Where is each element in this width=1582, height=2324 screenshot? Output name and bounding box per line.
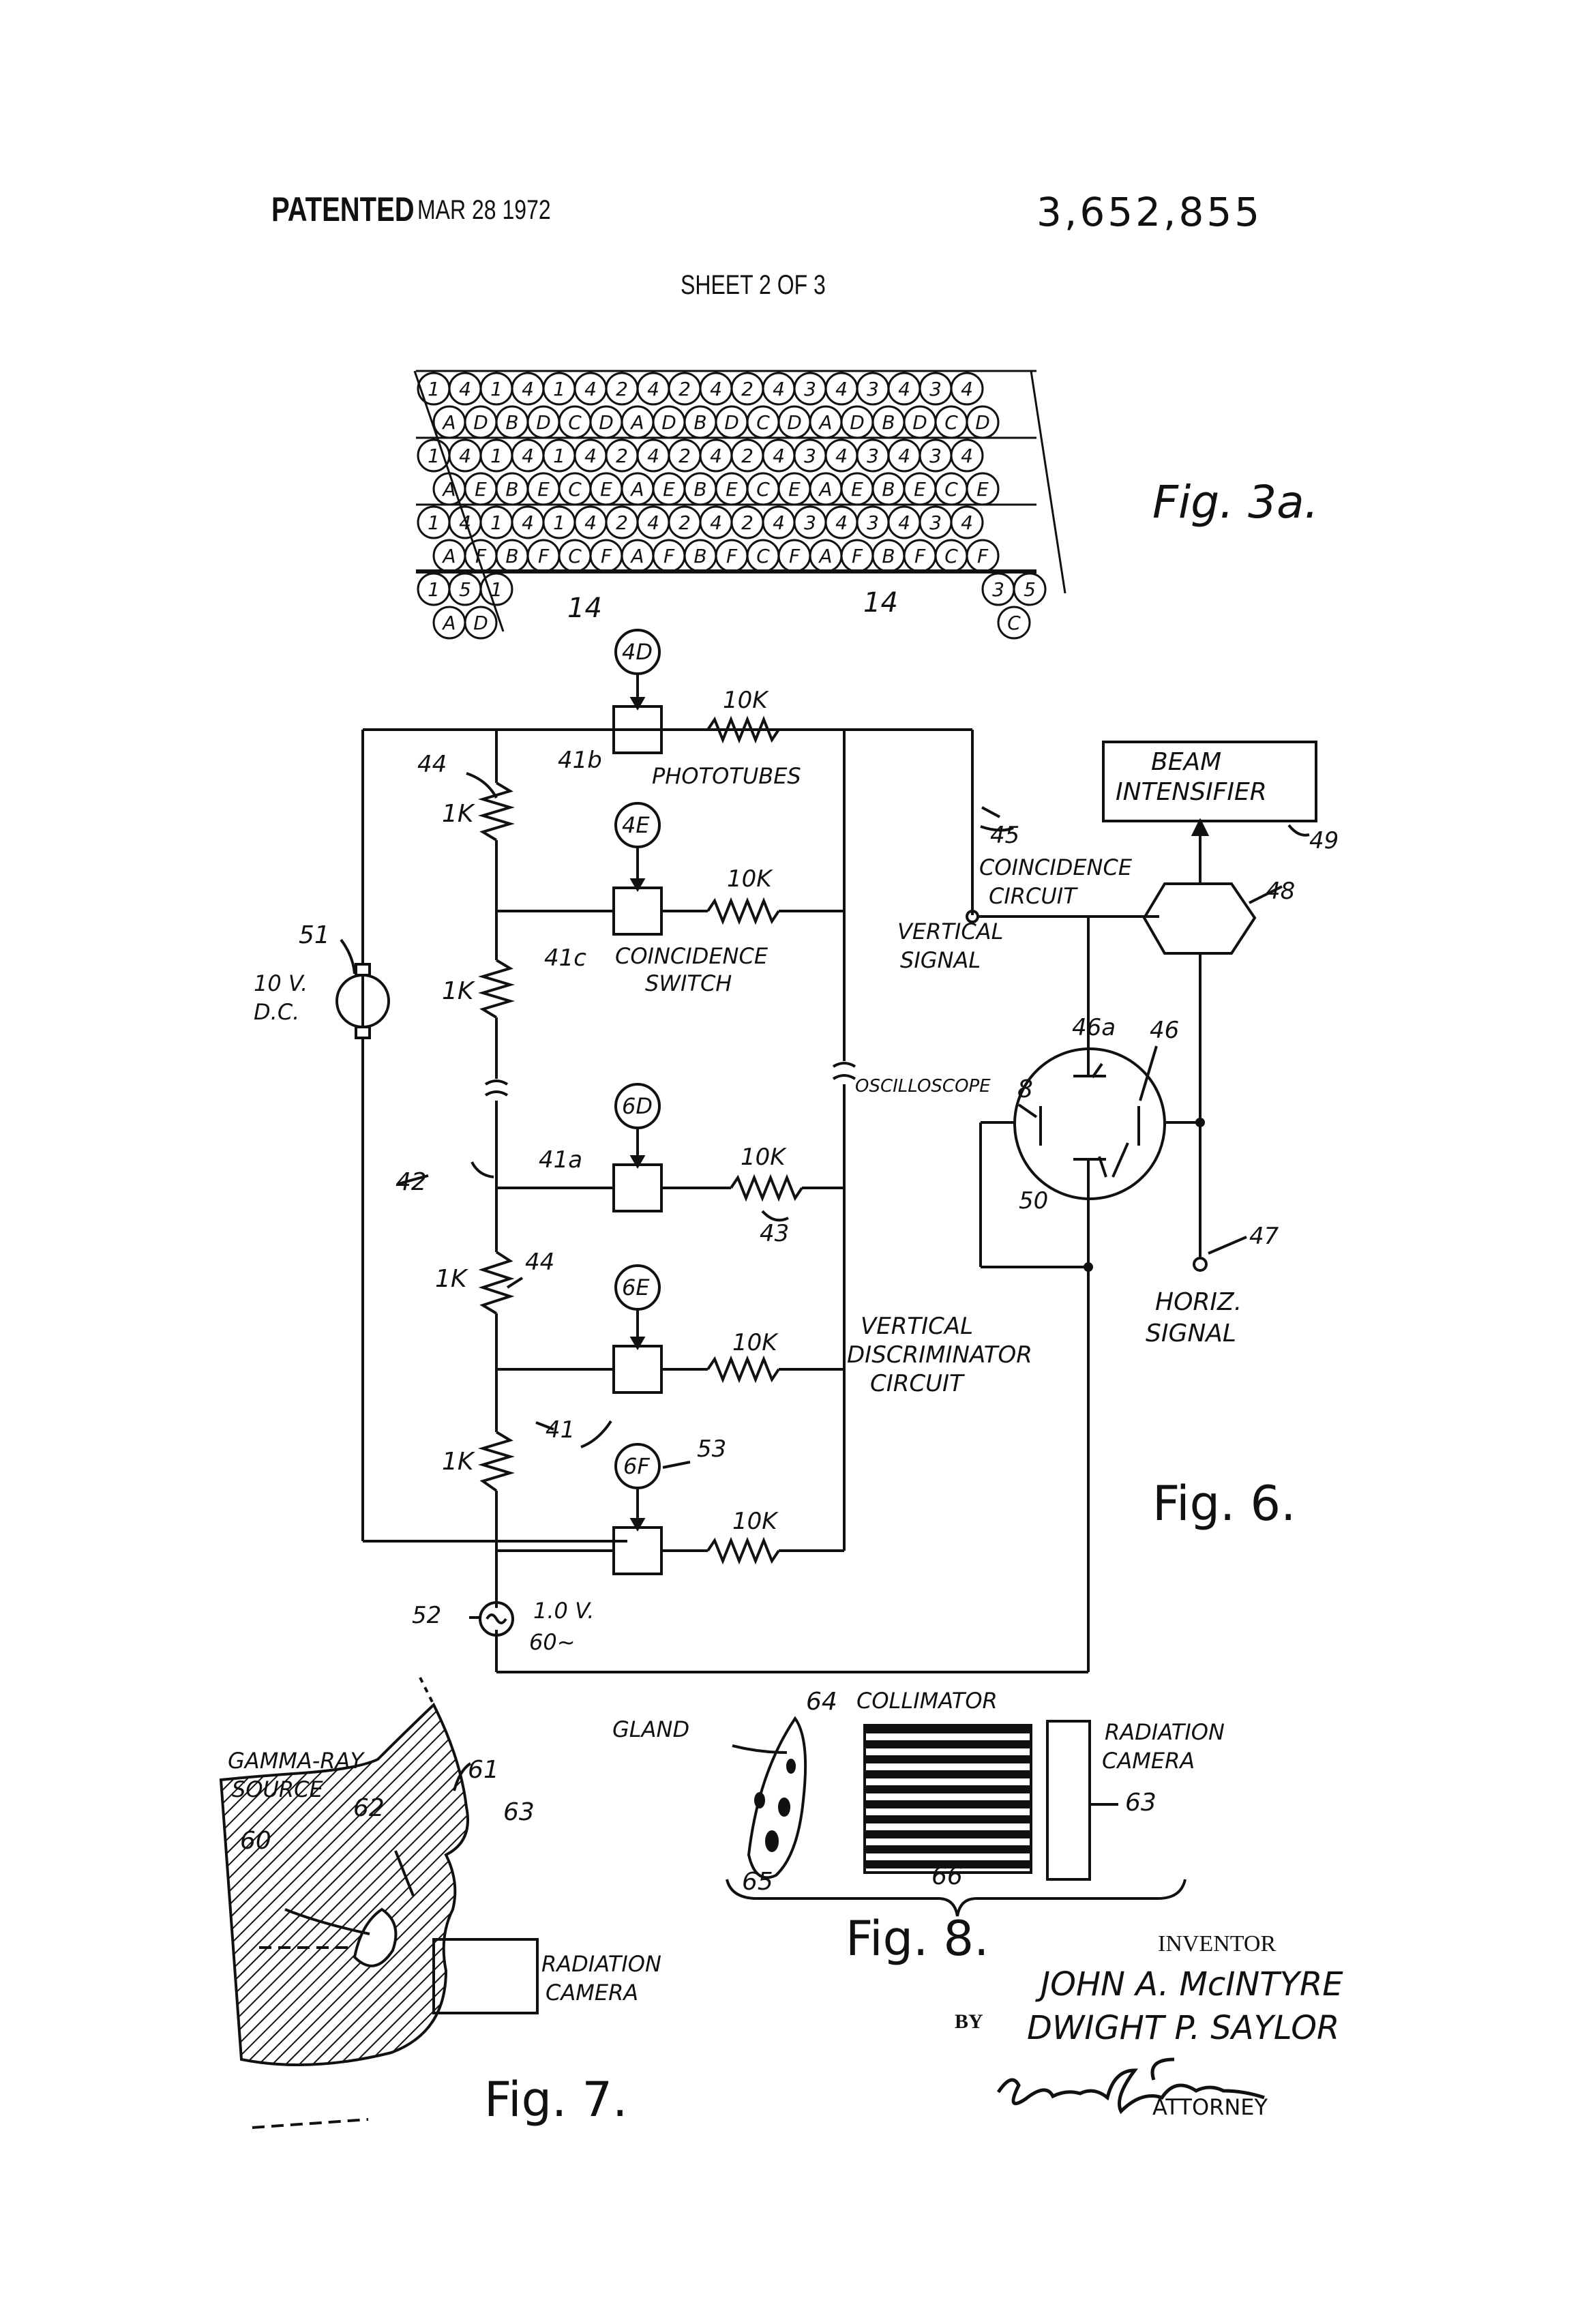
attorney-label: ATTORNEY: [1152, 2096, 1268, 2118]
